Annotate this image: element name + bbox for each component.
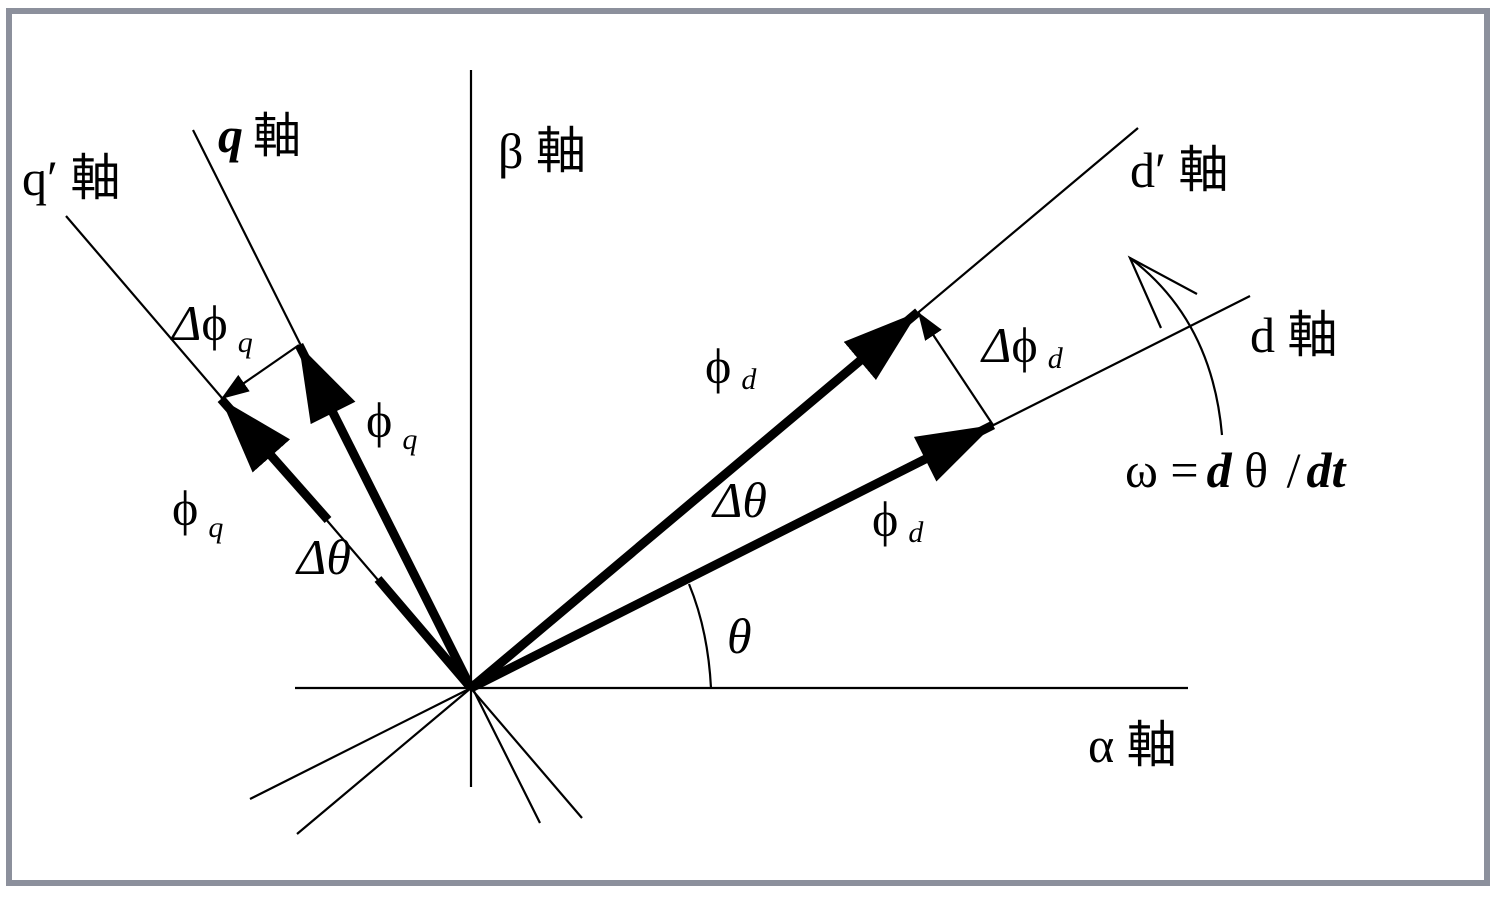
delta-phi-d-vector [917,311,994,426]
delta-theta-d-label: Δθ [711,472,767,528]
phi-d-vector [468,420,996,693]
phi-q-vector [294,342,476,691]
phi-q-prime-vector-head [217,396,332,523]
angular-velocity-formula: ω =d θ /dt [1125,442,1347,498]
theta-arc [687,583,713,689]
d-prime-axis-extension-line [296,687,472,835]
q-axis-label-letter: q [218,107,243,163]
phi-d-prime-vector [468,308,921,692]
d-axis-extension-line [249,687,472,800]
d-prime-axis-label: d′ 軸 [1130,142,1228,198]
delta-theta-q-label: Δθ [295,529,351,585]
rotation-arc [1129,257,1224,436]
d-axis-label: d 軸 [1250,307,1338,363]
rotation-arrowhead [1127,255,1198,329]
delta-phi-q-vector [220,344,300,400]
phi-q-prime-vector [374,576,475,691]
alpha-axis-label: α 軸 [1088,717,1177,773]
beta-axis-label: β 軸 [498,123,586,179]
theta-label: θ [727,608,752,664]
q-axis-label-kanji: 軸 [253,108,301,164]
q-prime-axis-label: q′ 軸 [22,150,120,206]
